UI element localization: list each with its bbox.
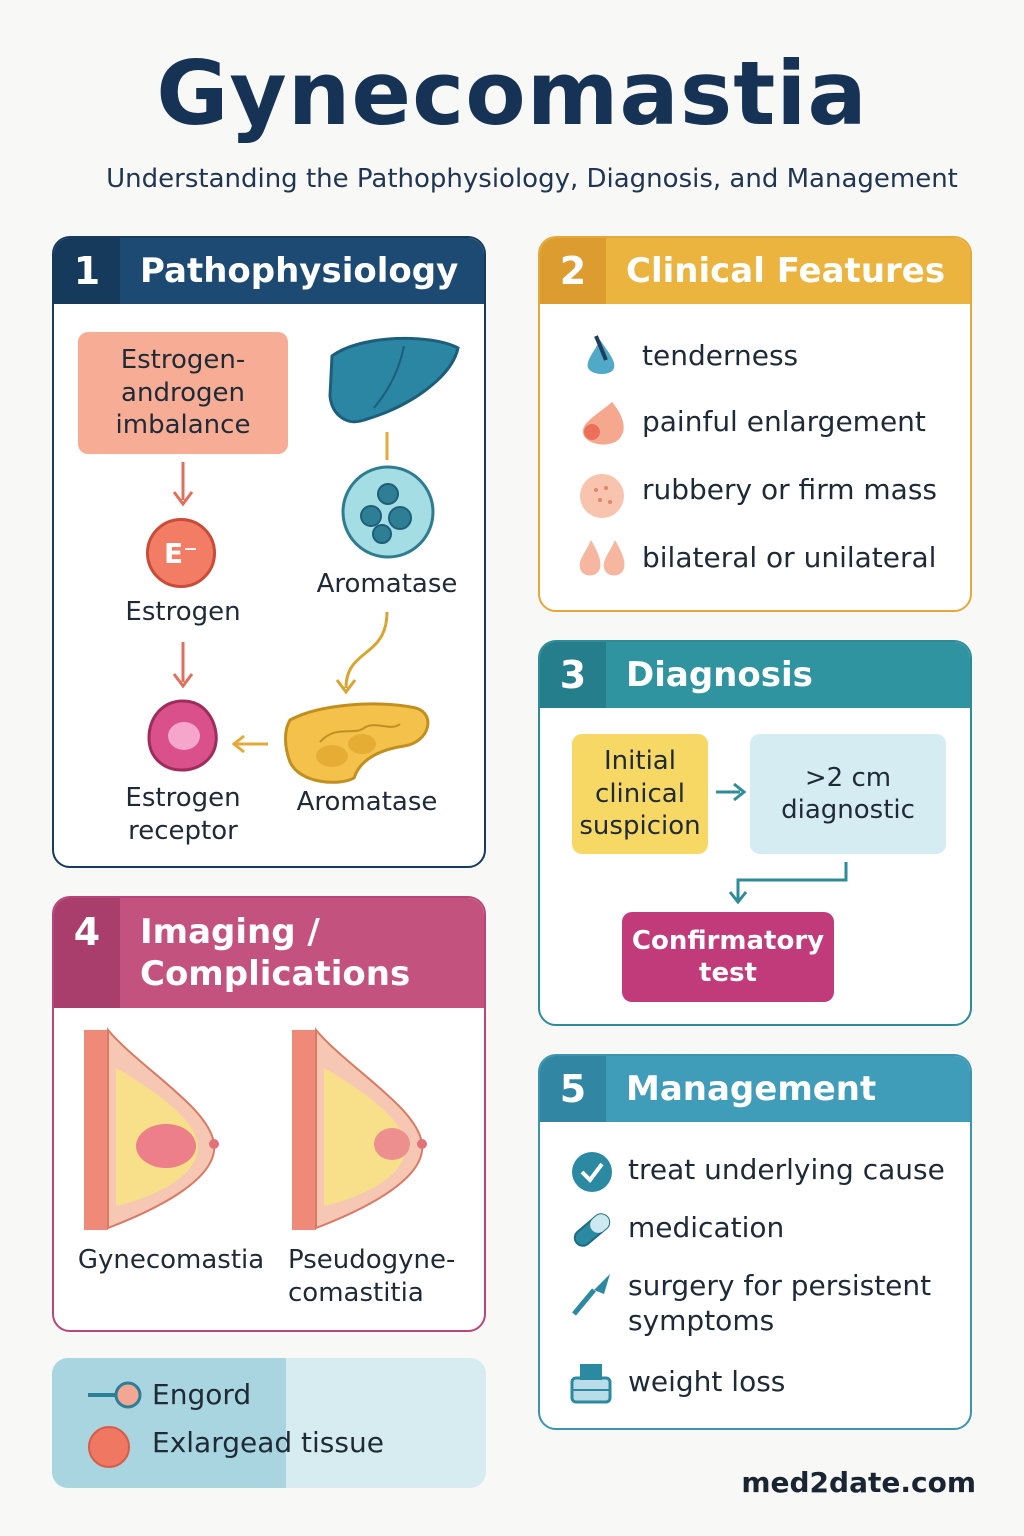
site-url[interactable]: med2date.com	[741, 1466, 976, 1499]
clinical-item: tenderness	[642, 339, 799, 372]
imbalance-label: Estrogen- androgen imbalance	[115, 345, 251, 441]
card-title: Pathophysiology	[140, 250, 459, 291]
card-number: 4	[54, 898, 120, 1008]
card-title: Imaging / Complications	[140, 911, 411, 995]
card-title: Diagnosis	[626, 654, 813, 695]
cell-icon	[341, 465, 435, 559]
aromatase-bottom-label: Aromatase	[296, 787, 438, 817]
estrogen-molecule: E⁻	[146, 518, 216, 588]
check-icon	[572, 1152, 612, 1192]
legend-panel: Engord Exlargead tissue	[52, 1358, 486, 1488]
diagnosis-card: 3 Diagnosis Initial clinical suspicion >…	[538, 640, 972, 1026]
management-item: weight loss	[628, 1365, 786, 1398]
droplet-icon	[587, 335, 615, 374]
card-number: 2	[540, 238, 606, 304]
pill-icon	[573, 1213, 611, 1247]
card-number: 3	[540, 642, 606, 708]
gynecomastia-illustration	[84, 1027, 219, 1230]
gynecomastia-label: Gynecomastia	[77, 1245, 265, 1275]
clinical-item: painful enlargement	[642, 405, 926, 438]
confirmatory-test-label: Confirmatory test	[631, 925, 825, 989]
estrogen-label: Estrogen	[125, 597, 241, 627]
card-number: 1	[54, 238, 120, 304]
clinical-item: rubbery or firm mass	[642, 473, 937, 506]
pancreas-icon	[284, 702, 430, 784]
scalpel-icon	[572, 1274, 610, 1316]
card-number: 5	[540, 1056, 606, 1122]
pseudogynecomastia-label: Pseudogyne- comastitia	[288, 1245, 456, 1308]
card-title: Management	[626, 1068, 877, 1109]
management-item: treat underlying cause	[628, 1153, 945, 1186]
page-subtitle: Understanding the Pathophysiology, Diagn…	[106, 164, 958, 194]
confirmatory-test-box: Confirmatory test	[622, 912, 834, 1002]
management-item: surgery for persistent symptoms	[628, 1269, 932, 1337]
imbalance-box: Estrogen- androgen imbalance	[78, 332, 288, 454]
imaging-card: 4 Imaging / Complications Gynecomastia P…	[52, 896, 486, 1332]
diagnosis-arrows	[716, 782, 848, 905]
management-item: medication	[628, 1211, 785, 1244]
receptor-icon	[147, 699, 218, 772]
pseudogynecomastia-illustration	[292, 1027, 427, 1230]
card-title: Clinical Features	[626, 250, 946, 291]
clinical-features-card: 2 Clinical Features tenderness painful e…	[538, 236, 972, 612]
initial-suspicion-box: Initial clinical suspicion	[572, 734, 708, 854]
receptor-label: Estrogen receptor	[125, 783, 241, 846]
mass-icon	[580, 474, 624, 518]
aromatase-top-label: Aromatase	[316, 569, 458, 599]
red-circle-icon	[88, 1426, 130, 1468]
pathophysiology-card: 1 Pathophysiology Estrogen- androgen imb…	[52, 236, 486, 868]
liver-icon	[328, 336, 460, 424]
initial-suspicion-label: Initial clinical suspicion	[579, 746, 701, 842]
management-card: 5 Management treat underlying cause medi…	[538, 1054, 972, 1430]
bilateral-icon	[579, 540, 625, 576]
tissue-marker-icon	[88, 1381, 142, 1409]
pathway-arrows	[172, 432, 389, 754]
scale-icon	[570, 1364, 612, 1404]
legend-label: Exlargead tissue	[152, 1426, 384, 1459]
estrogen-symbol: E⁻	[164, 536, 198, 570]
legend-label: Engord	[152, 1378, 252, 1411]
size-criterion-label: >2 cm diagnostic	[781, 762, 915, 826]
size-criterion-box: >2 cm diagnostic	[750, 734, 946, 854]
page-title: Gynecomastia	[156, 42, 868, 145]
clinical-item: bilateral or unilateral	[642, 541, 937, 574]
enlargement-icon	[582, 402, 624, 445]
